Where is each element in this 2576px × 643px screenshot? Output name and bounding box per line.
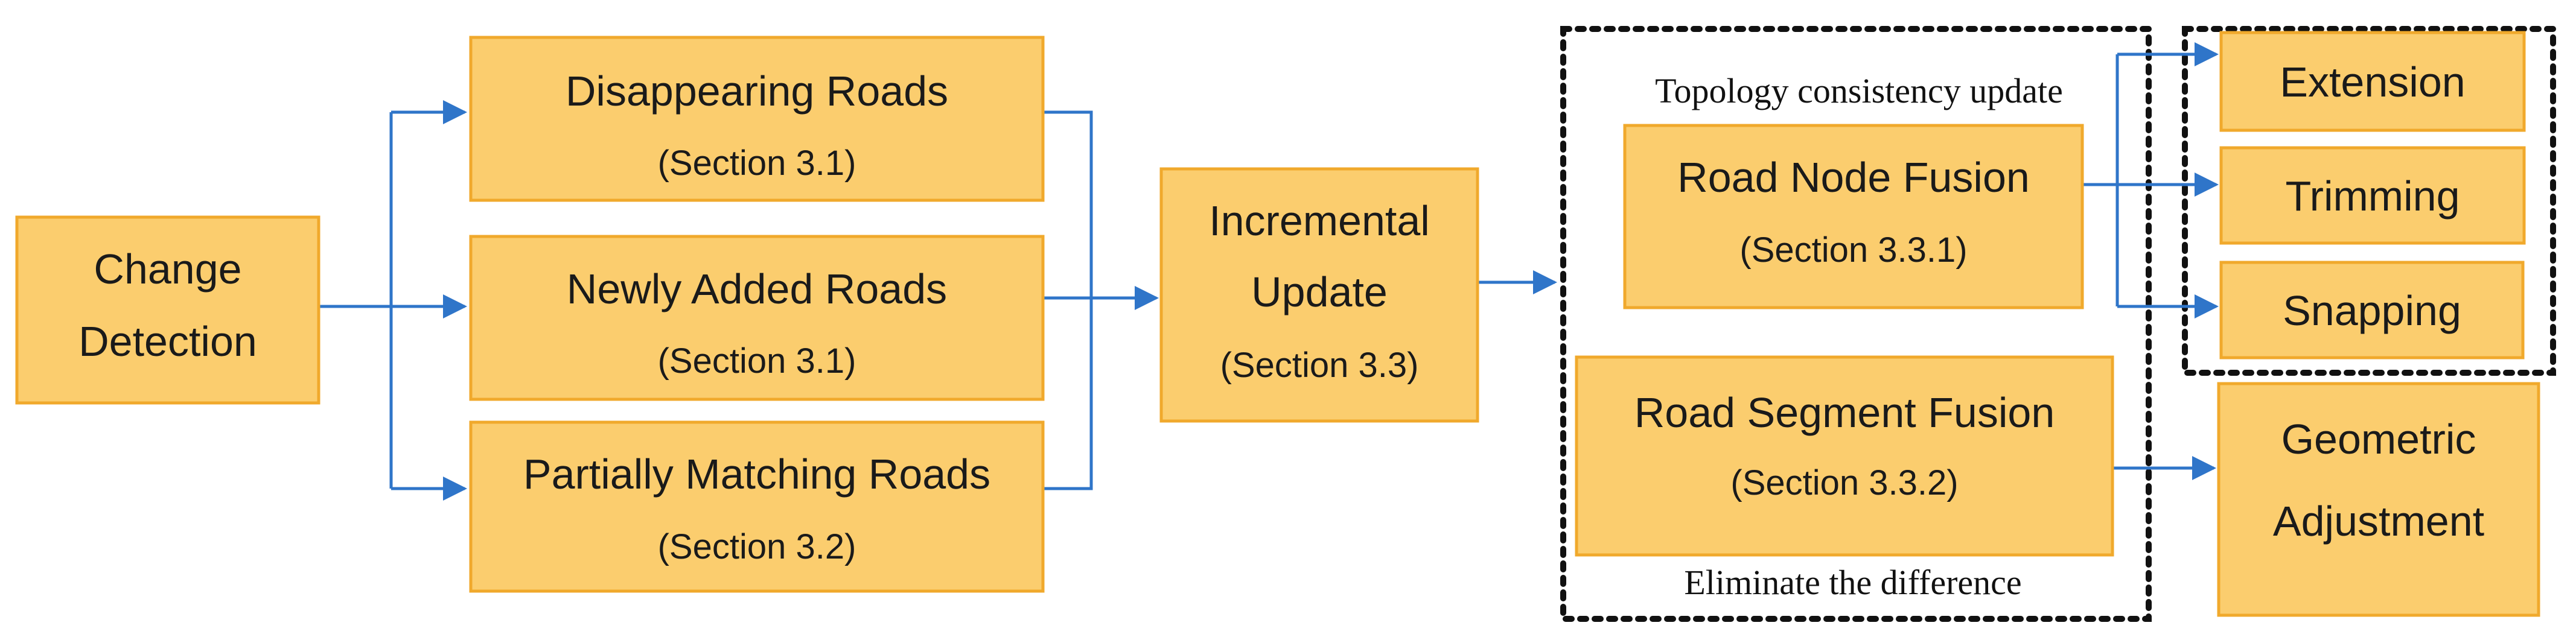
topology-label: Topology consistency update	[1655, 71, 2063, 110]
node-fusion-ops-frame	[2182, 26, 2556, 376]
disappearing-roads-title: Disappearing Roads	[566, 68, 948, 115]
partially-matching-roads-box: Partially Matching Roads (Section 3.2)	[469, 420, 1045, 593]
change-detection-line2: Detection	[78, 318, 257, 365]
geometric-adjustment-box: Geometric Adjustment	[2217, 382, 2540, 617]
incremental-update-line1: Incremental	[1209, 197, 1430, 244]
extension-title: Extension	[2280, 59, 2465, 106]
partially-matching-roads-section: (Section 3.2)	[658, 527, 856, 566]
disappearing-roads-section: (Section 3.1)	[658, 144, 856, 183]
newly-added-roads-section: (Section 3.1)	[658, 341, 856, 381]
newly-added-roads-box: Newly Added Roads (Section 3.1)	[469, 235, 1045, 401]
road-node-fusion-title: Road Node Fusion	[1677, 154, 2030, 201]
road-segment-fusion-title: Road Segment Fusion	[1634, 389, 2055, 436]
incremental-update-section: (Section 3.3)	[1220, 346, 1419, 385]
partially-matching-roads-title: Partially Matching Roads	[523, 451, 990, 498]
change-detection-line1: Change	[94, 245, 241, 293]
eliminate-label: Eliminate the difference	[1684, 563, 2021, 602]
change-detection-box: Change Detection	[15, 215, 320, 405]
trimming-title: Trimming	[2285, 173, 2460, 220]
geometric-adjustment-line2: Adjustment	[2273, 498, 2484, 545]
incremental-update-box: Incremental Update (Section 3.3)	[1159, 167, 1479, 423]
road-segment-fusion-box: Road Segment Fusion (Section 3.3.2)	[1575, 355, 2114, 557]
incremental-update-line2: Update	[1251, 268, 1388, 315]
geometric-adjustment-line1: Geometric	[2281, 416, 2476, 463]
newly-added-roads-title: Newly Added Roads	[567, 265, 947, 312]
road-segment-fusion-section: (Section 3.3.2)	[1730, 463, 1958, 502]
trimming-box: Trimming	[2219, 146, 2526, 245]
snapping-title: Snapping	[2283, 287, 2461, 334]
connectors	[319, 42, 2219, 501]
road-node-fusion-section: (Section 3.3.1)	[1739, 230, 1967, 270]
topology-group-frame	[1560, 26, 2152, 622]
snapping-box: Snapping	[2219, 261, 2525, 360]
extension-box: Extension	[2219, 31, 2526, 132]
disappearing-roads-box: Disappearing Roads (Section 3.1)	[469, 36, 1045, 202]
road-node-fusion-box: Road Node Fusion (Section 3.3.1)	[1623, 124, 2084, 309]
